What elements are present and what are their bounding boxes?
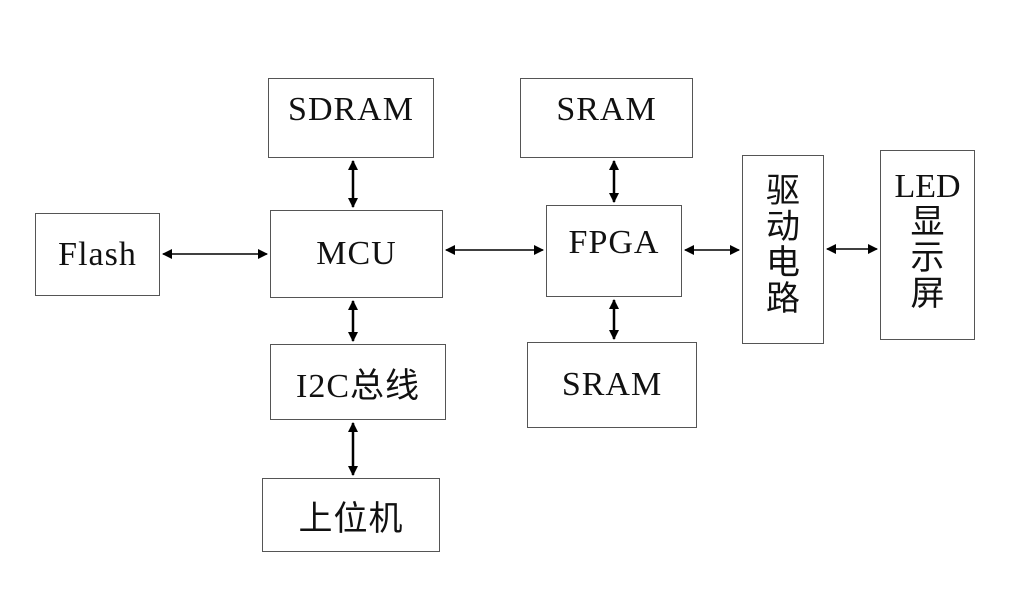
sdram-block: SDRAM [268, 78, 434, 158]
driver-circuit-block: 驱 动 电 路 [742, 155, 824, 344]
sram-top-label: SRAM [556, 91, 657, 128]
sram-bottom-block: SRAM [527, 342, 697, 428]
sram-bottom-label: SRAM [561, 366, 663, 403]
driver-circuit-label: 驱 动 电 路 [766, 172, 800, 318]
sdram-label: SDRAM [288, 91, 414, 128]
led-display-label: LED 显 示 屏 [894, 168, 961, 313]
i2c-bus-label: I2C总线 [296, 367, 420, 405]
mcu-label: MCU [316, 235, 397, 272]
host-computer-label: 上位机 [298, 500, 404, 538]
host-computer-block: 上位机 [262, 478, 440, 552]
flash-label: Flash [58, 235, 137, 273]
sram-top-block: SRAM [520, 78, 693, 158]
fpga-block: FPGA [546, 205, 682, 297]
led-display-block: LED 显 示 屏 [880, 150, 975, 340]
fpga-label: FPGA [568, 224, 660, 261]
flash-block: Flash [35, 213, 160, 296]
i2c-bus-block: I2C总线 [270, 344, 446, 420]
mcu-block: MCU [270, 210, 443, 298]
